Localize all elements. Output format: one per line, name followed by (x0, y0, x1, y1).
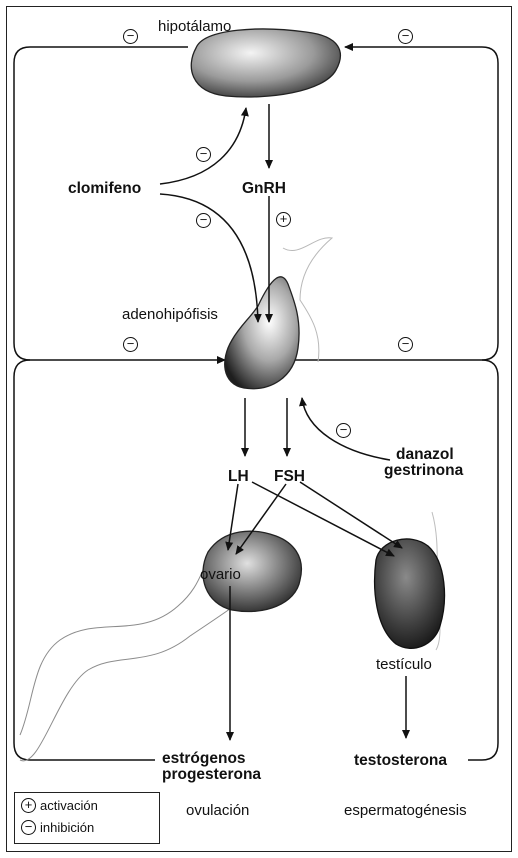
legend-activation: + activación (21, 798, 98, 816)
lower-feedback-loop (14, 360, 155, 760)
ovario-label: ovario (200, 566, 241, 583)
testosterona-label: testosterona (354, 752, 447, 769)
plus-icon: + (276, 212, 291, 227)
minus-icon: − (398, 29, 413, 44)
gestrinona-label: gestrinona (384, 462, 463, 479)
hypothalamus-shape (191, 29, 340, 97)
hypothalamus-label: hipotálamo (158, 18, 231, 35)
progesterona-label: progesterona (162, 766, 261, 783)
plus-icon: + (21, 798, 36, 813)
estrogenos-label: estrógenos (162, 750, 246, 767)
minus-icon: − (196, 213, 211, 228)
legend-inhibition: −inhibición (21, 820, 94, 838)
upper-feedback-loop-right (290, 47, 498, 360)
gnrh-label: GnRH (242, 180, 286, 197)
legend: + activación −inhibición (14, 792, 160, 844)
minus-icon: − (123, 337, 138, 352)
minus-icon: − (196, 147, 211, 162)
espermatogenesis-label: espermatogénesis (344, 802, 467, 819)
testis-shape (375, 539, 445, 648)
adenohipofisis-label: adenohipófisis (122, 306, 218, 323)
ovulacion-label: ovulación (186, 802, 249, 819)
minus-icon: − (123, 29, 138, 44)
lh-label: LH (228, 468, 249, 485)
danazol-label: danazol (396, 446, 454, 463)
minus-icon: − (336, 423, 351, 438)
pituitary-shape (225, 277, 299, 389)
legend-inhibition-label: inhibición (40, 820, 94, 835)
testiculo-label: testículo (376, 656, 432, 673)
lower-feedback-loop-right (468, 360, 498, 760)
minus-icon: − (21, 820, 36, 835)
clomifeno-label: clomifeno (68, 180, 141, 197)
fsh-label: FSH (274, 468, 305, 485)
legend-activation-label: activación (40, 798, 98, 813)
clomifeno-to-pituitary-arrow (160, 194, 258, 322)
minus-icon: − (398, 337, 413, 352)
